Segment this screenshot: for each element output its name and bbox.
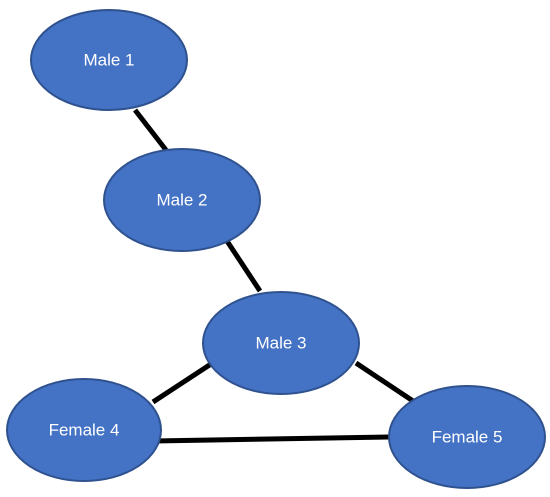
node-male2-label: Male 2 xyxy=(156,191,207,210)
edge-male3-female4 xyxy=(151,361,213,405)
nodes-layer: Male 1 Male 2 Male 3 Female 4 Female 5 xyxy=(6,9,546,489)
node-male1-label: Male 1 xyxy=(83,51,134,70)
edge-male1-male2 xyxy=(133,108,168,152)
edge-male3-female5 xyxy=(354,360,415,404)
node-female5: Female 5 xyxy=(388,385,546,489)
node-female4-shape xyxy=(6,378,162,482)
node-female5-shape xyxy=(388,385,546,489)
node-male3-label: Male 3 xyxy=(255,334,306,353)
node-male1: Male 1 xyxy=(30,9,188,111)
node-male3-shape xyxy=(202,291,360,395)
edges-layer xyxy=(133,108,415,444)
node-female5-label: Female 5 xyxy=(432,428,503,447)
node-male3: Male 3 xyxy=(202,291,360,395)
node-male2: Male 2 xyxy=(103,148,261,252)
node-male2-shape xyxy=(103,148,261,252)
node-female4: Female 4 xyxy=(6,378,162,482)
node-male1-shape xyxy=(30,9,188,111)
edge-female4-female5 xyxy=(153,434,390,444)
node-female4-label: Female 4 xyxy=(49,421,120,440)
edge-male2-male3 xyxy=(224,239,263,293)
